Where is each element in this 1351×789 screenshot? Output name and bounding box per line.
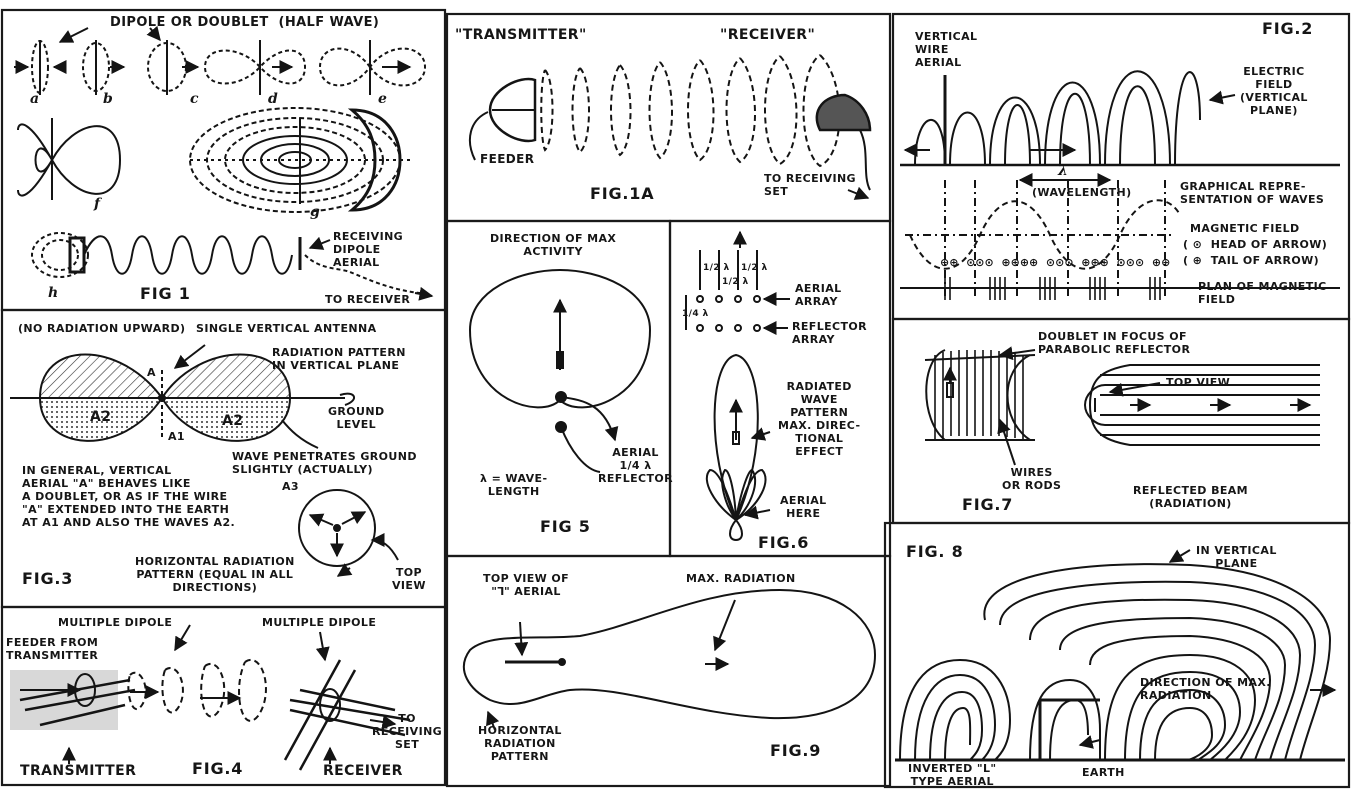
- fig3-a2-right: A2: [222, 414, 243, 428]
- fig2-caption: FIG.2: [1262, 22, 1313, 36]
- fig3-penetrates: WAVE PENETRATES GROUND SLIGHTLY (ACTUALL…: [232, 450, 417, 476]
- fig2-symbols: ⊕⊕ ⊙⊙⊙ ⊕⊕⊕⊕ ⊙⊙⊙ ⊕⊕⊕ ⊙⊙⊙ ⊕⊕: [940, 256, 1170, 269]
- fig1-sub-g: g: [310, 205, 320, 219]
- fig1a-caption: FIG.1A: [590, 187, 654, 201]
- fig5-drawing: [470, 270, 650, 472]
- fig9-drawing: [464, 590, 875, 730]
- fig1-sub-h: h: [48, 286, 59, 300]
- fig9-caption: FIG.9: [770, 744, 821, 758]
- fig4-transmitter: TRANSMITTER: [20, 764, 136, 778]
- fig3-a1: A1: [168, 430, 185, 443]
- fig1-sub-a: a: [30, 92, 39, 106]
- fig3-horizontal: HORIZONTAL RADIATION PATTERN (EQUAL IN A…: [135, 555, 295, 594]
- fig9-horizontal: HORIZONTAL RADIATION PATTERN: [478, 724, 562, 763]
- fig8-plane: IN VERTICAL PLANE: [1196, 544, 1277, 570]
- fig8-drawing: [895, 550, 1345, 760]
- fig6-quarter: 1/4 λ: [682, 308, 709, 321]
- fig1-sub-e: e: [378, 92, 387, 106]
- fig6-reflector-array: REFLECTOR ARRAY: [792, 320, 867, 346]
- fig8-direction: DIRECTION OF MAX. RADIATION: [1140, 676, 1271, 702]
- fig2-plan-label: PLAN OF MAGNETIC FIELD: [1198, 280, 1327, 306]
- fig1a-feeder: FEEDER: [480, 152, 534, 166]
- fig6-half-3: 1/2 λ: [741, 262, 768, 275]
- fig2-electric-label: ELECTRIC FIELD (VERTICAL PLANE): [1240, 65, 1308, 117]
- fig2-tail-label: ( ⊕ TAIL OF ARROW): [1183, 254, 1319, 267]
- fig3-a2-left: A2: [90, 410, 111, 424]
- fig1a-transmitter: "TRANSMITTER": [455, 28, 587, 42]
- fig2-head-label: ( ⊙ HEAD OF ARROW): [1183, 238, 1327, 251]
- fig3-top-view: TOP VIEW: [392, 566, 426, 592]
- fig3-no-radiation: (NO RADIATION UPWARD): [18, 322, 185, 335]
- fig2-magnetic-label: MAGNETIC FIELD: [1190, 222, 1300, 235]
- fig6-half-2: 1/2 λ: [722, 276, 749, 289]
- fig7-beam: REFLECTED BEAM (RADIATION): [1133, 484, 1248, 510]
- fig1-to-receiver: TO RECEIVER: [325, 293, 410, 306]
- fig3-a3: A3: [282, 480, 299, 493]
- fig8-caption: FIG. 8: [906, 545, 964, 559]
- fig8-earth: EARTH: [1082, 766, 1125, 779]
- fig1-caption: FIG 1: [140, 287, 191, 301]
- fig5-lambda-def: λ = WAVE- LENGTH: [480, 472, 547, 498]
- fig3-a: A: [147, 366, 156, 379]
- fig6-caption: FIG.6: [758, 536, 809, 550]
- fig4-to-set: TO RECEIVING SET: [372, 712, 442, 751]
- fig9-top-view: TOP VIEW OF "⅂" AERIAL: [483, 572, 569, 598]
- fig9-max: MAX. RADIATION: [686, 572, 796, 585]
- fig4-multi-left: MULTIPLE DIPOLE: [58, 616, 172, 629]
- fig2-vertical-label: VERTICAL WIRE AERIAL: [915, 30, 977, 69]
- fig2-wavelength: (WAVELENGTH): [1032, 186, 1132, 199]
- fig5-caption: FIG 5: [540, 520, 591, 534]
- fig7-wires: WIRES OR RODS: [1002, 466, 1061, 492]
- fig3-caption: FIG.3: [22, 572, 73, 586]
- fig1-sub-d: d: [268, 92, 278, 106]
- fig3-general: IN GENERAL, VERTICAL AERIAL "A" BEHAVES …: [22, 464, 235, 529]
- fig3-single: SINGLE VERTICAL ANTENNA: [196, 322, 377, 335]
- fig2-lambda: λ: [1058, 164, 1068, 178]
- fig4-multi-right: MULTIPLE DIPOLE: [262, 616, 376, 629]
- fig6-aerial-array: AERIAL ARRAY: [795, 282, 842, 308]
- fig5-aerial: AERIAL 1/4 λ REFLECTOR: [598, 446, 673, 485]
- fig6-aerial-here: AERIAL HERE: [780, 494, 827, 520]
- fig2-graphical-label: GRAPHICAL REPRE- SENTATION OF WAVES: [1180, 180, 1324, 206]
- fig3-ground: GROUND LEVEL: [328, 405, 385, 431]
- fig1-sub-c: c: [190, 92, 199, 106]
- fig1-receiving-label: RECEIVING DIPOLE AERIAL: [333, 230, 403, 269]
- fig4-receiver: RECEIVER: [323, 764, 403, 778]
- fig3-pattern: RADIATION PATTERN IN VERTICAL PLANE: [272, 346, 406, 372]
- fig7-caption: FIG.7: [962, 498, 1013, 512]
- fig1-sub-f: f: [94, 197, 100, 211]
- fig8-inverted: INVERTED "L" TYPE AERIAL: [908, 762, 997, 788]
- fig1-sub-b: b: [103, 92, 113, 106]
- fig1a-to-set: TO RECEIVING SET: [764, 172, 856, 198]
- fig4-feeder: FEEDER FROM TRANSMITTER: [6, 636, 98, 662]
- fig4-caption: FIG.4: [192, 762, 243, 776]
- fig7-drawing: [925, 350, 1320, 465]
- fig5-direction: DIRECTION OF MAX ACTIVITY: [490, 232, 616, 258]
- fig1-title: DIPOLE OR DOUBLET (HALF WAVE): [110, 16, 379, 30]
- fig7-top-view: TOP VIEW: [1166, 376, 1230, 389]
- fig1a-receiver: "RECEIVER": [720, 28, 815, 42]
- fig7-doublet: DOUBLET IN FOCUS OF PARABOLIC REFLECTOR: [1038, 330, 1190, 356]
- fig6-half-1: 1/2 λ: [703, 262, 730, 275]
- fig6-radiated: RADIATED WAVE PATTERN MAX. DIREC- TIONAL…: [778, 380, 860, 458]
